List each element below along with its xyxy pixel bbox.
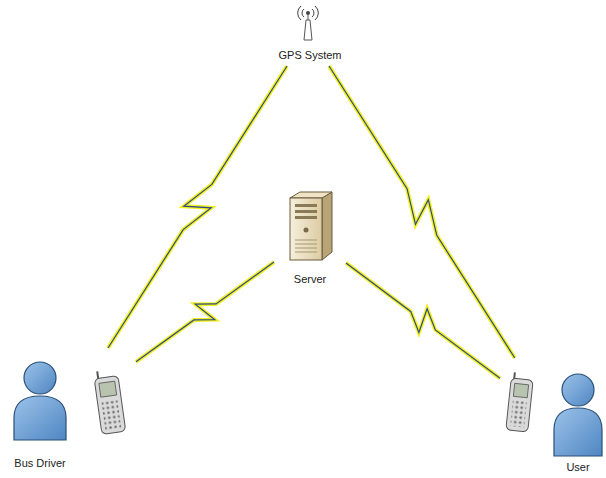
- node-label: Server: [293, 273, 327, 286]
- server-icon: [290, 192, 332, 260]
- gps-node: GPS System: [266, 4, 350, 62]
- link-glow: [329, 66, 515, 358]
- node-label: GPS System: [278, 49, 343, 62]
- link-line: [329, 66, 515, 358]
- antenna-icon: [298, 6, 319, 40]
- wireless-link: [329, 66, 515, 358]
- node-label: Bus Driver: [13, 457, 66, 470]
- actor-node: User: [504, 362, 602, 474]
- person-icon: [14, 362, 66, 440]
- person-icon: [554, 374, 602, 456]
- server-node: Server: [278, 186, 342, 286]
- node-label: User: [565, 461, 590, 474]
- phone-icon: [93, 369, 126, 435]
- wireless-link: [346, 263, 500, 378]
- link-line: [136, 262, 274, 362]
- link-glow: [346, 263, 500, 378]
- wireless-link: [136, 262, 274, 362]
- phone-icon: [506, 372, 534, 432]
- link-glow: [136, 262, 274, 362]
- actor-node: Bus Driver: [4, 352, 132, 470]
- link-line: [346, 263, 500, 378]
